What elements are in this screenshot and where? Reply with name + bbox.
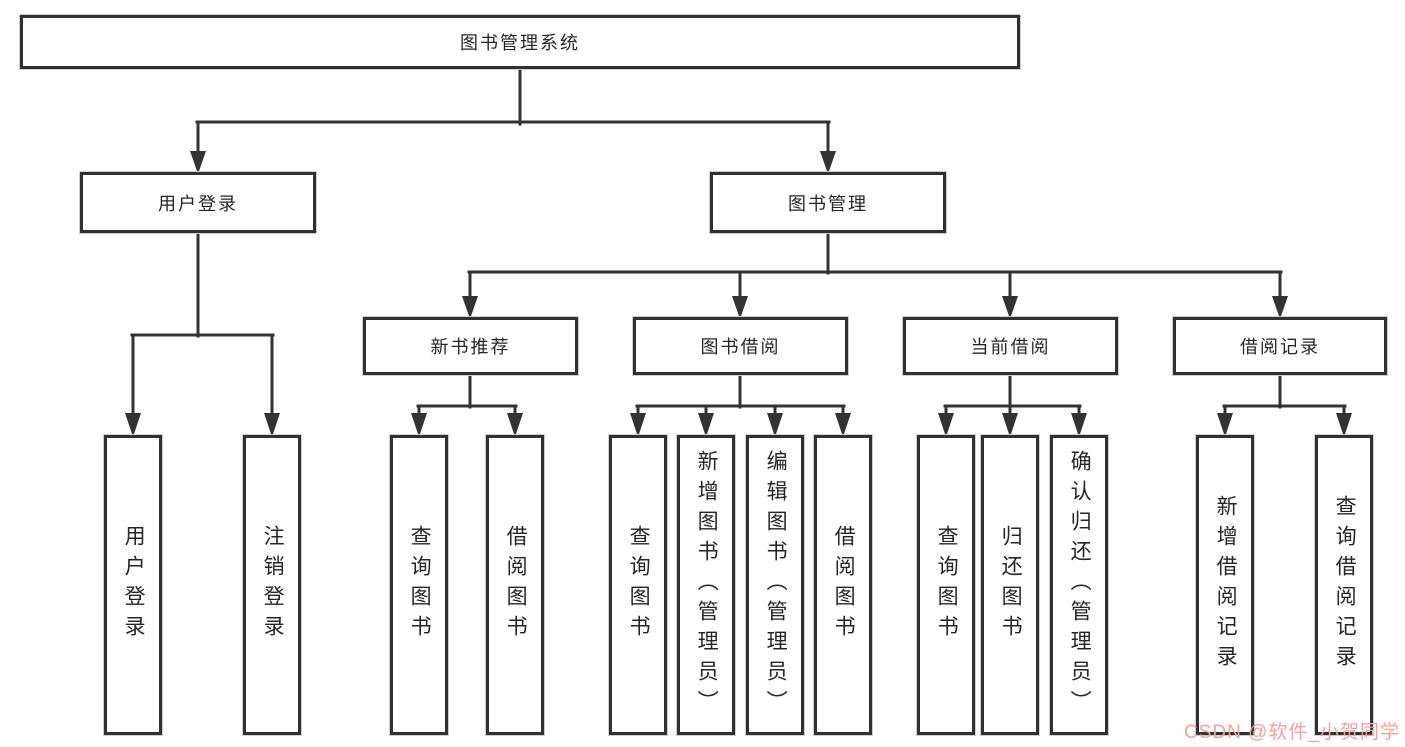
leaf-borrow-edit-books-admin: 编辑图书（管理员） — [746, 435, 804, 735]
arrowhead — [1272, 296, 1288, 319]
leaf-label: 新增借阅记录 — [1214, 495, 1238, 675]
arrowhead — [835, 413, 851, 437]
arrowhead — [125, 413, 141, 437]
leaf-borrow-query-books: 查询图书 — [609, 435, 667, 735]
leaf-label: 编辑图书（管理员） — [764, 450, 788, 720]
leaf-label: 查询图书 — [935, 525, 959, 645]
node-root-library-system: 图书管理系统 — [20, 15, 1020, 69]
leaf-user-login: 用户登录 — [104, 435, 162, 735]
arrowhead — [462, 296, 478, 319]
arrowhead — [630, 413, 646, 437]
leaf-current-confirm-return-admin: 确认归还（管理员） — [1050, 435, 1108, 735]
node-borrow-records: 借阅记录 — [1173, 317, 1387, 375]
leaf-borrow-borrow-books: 借阅图书 — [814, 435, 872, 735]
node-book-borrow: 图书借阅 — [633, 317, 848, 375]
arrowhead — [1217, 413, 1233, 437]
leaf-current-query-books: 查询图书 — [917, 435, 975, 735]
leaf-logout: 注销登录 — [243, 435, 301, 735]
leaf-label: 确认归还（管理员） — [1068, 450, 1092, 720]
leaf-label: 借阅图书 — [504, 525, 528, 645]
connector-new-book — [411, 373, 523, 437]
leaf-newbook-query-books: 查询图书 — [390, 435, 448, 735]
arrowhead — [1002, 296, 1018, 319]
connector-root — [190, 67, 836, 174]
leaf-label: 注销登录 — [261, 525, 285, 645]
arrowhead — [938, 413, 954, 437]
leaf-borrow-add-books-admin: 新增图书（管理员） — [677, 435, 735, 735]
leaf-label: 归还图书 — [999, 525, 1023, 645]
leaf-label: 查询图书 — [627, 525, 651, 645]
arrowhead — [820, 151, 836, 174]
leaf-records-query-record: 查询借阅记录 — [1315, 435, 1373, 735]
csdn-watermark: CSDN @软件_小贺同学 — [1184, 722, 1400, 743]
node-user-login: 用户登录 — [80, 172, 316, 233]
leaf-label: 新增图书（管理员） — [695, 450, 719, 720]
connector-book-borrow — [630, 373, 851, 437]
leaf-records-add-record: 新增借阅记录 — [1196, 435, 1254, 735]
leaf-label: 查询图书 — [408, 525, 432, 645]
leaf-newbook-borrow-books: 借阅图书 — [486, 435, 544, 735]
arrowhead — [1002, 413, 1018, 437]
connector-borrow-records — [1217, 373, 1352, 437]
node-book-management: 图书管理 — [710, 172, 946, 233]
leaf-label: 查询借阅记录 — [1333, 495, 1357, 675]
connector-book-management — [462, 231, 1288, 319]
connector-user-login — [125, 231, 280, 437]
node-new-book-recommend: 新书推荐 — [363, 317, 578, 375]
connector-current-borrow — [938, 373, 1087, 437]
arrowhead — [264, 413, 280, 437]
arrowhead — [767, 413, 783, 437]
arrowhead — [698, 413, 714, 437]
leaf-label: 用户登录 — [122, 525, 146, 645]
leaf-current-return-books: 归还图书 — [981, 435, 1039, 735]
leaf-label: 借阅图书 — [832, 525, 856, 645]
arrowhead — [411, 413, 427, 437]
node-current-borrow: 当前借阅 — [903, 317, 1118, 375]
arrowhead — [507, 413, 523, 437]
arrowhead — [1336, 413, 1352, 437]
arrowhead — [1071, 413, 1087, 437]
arrowhead — [732, 296, 748, 319]
arrowhead — [190, 151, 206, 174]
